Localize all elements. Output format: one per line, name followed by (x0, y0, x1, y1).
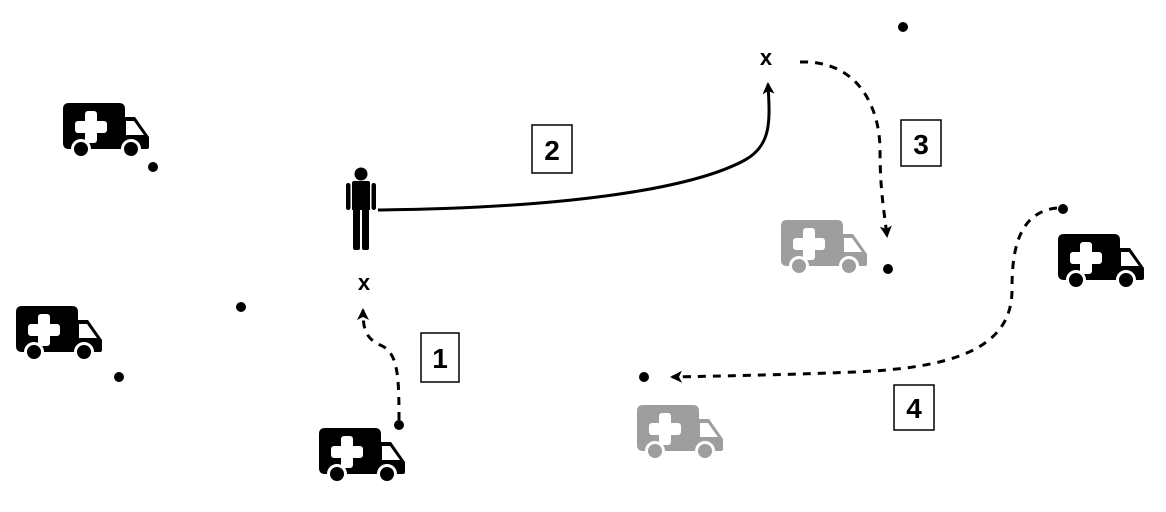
step-label-3: 3 (900, 119, 942, 167)
patient-x-marker: x (358, 270, 371, 295)
location-dot (883, 264, 893, 274)
route-3-dashed-arrow (799, 60, 892, 238)
svg-text:3: 3 (913, 129, 929, 160)
ambulance-icon (1056, 232, 1146, 290)
svg-text:2: 2 (544, 135, 560, 166)
location-dot (394, 420, 404, 430)
location-dot (639, 372, 649, 382)
svg-text:1: 1 (432, 343, 448, 374)
ambulance-icon (14, 304, 104, 362)
ambulance-icon-inactive (779, 218, 869, 276)
location-dot (1058, 204, 1068, 214)
ambulance-icon (61, 101, 151, 159)
step-label-2: 2 (531, 124, 573, 174)
location-dot (236, 302, 246, 312)
route-2-solid-arrow (377, 82, 775, 212)
person-icon (346, 167, 376, 250)
svg-text:4: 4 (906, 393, 922, 424)
location-dot (898, 22, 908, 32)
destination-x-marker: x (760, 45, 773, 70)
location-dot (148, 162, 158, 172)
location-dot (114, 372, 124, 382)
route-1-dashed-arrow (357, 308, 401, 421)
step-label-1: 1 (420, 332, 460, 383)
step-label-4: 4 (893, 384, 935, 431)
ambulance-icon-inactive (635, 403, 725, 461)
route-4-dashed-arrow (670, 206, 1058, 383)
ambulance-icon (317, 426, 407, 484)
